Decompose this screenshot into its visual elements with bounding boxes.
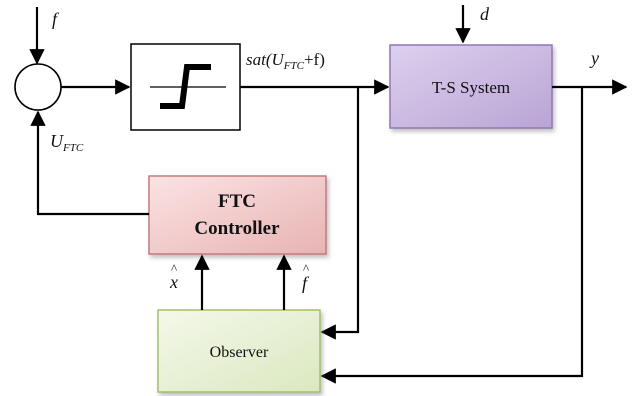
ftc-to-sum-arrow — [30, 110, 149, 216]
y-to-observer-line — [320, 87, 584, 384]
d-label: d — [480, 4, 490, 24]
y-label: y — [589, 48, 599, 68]
ftc-label-line1: FTC — [218, 191, 256, 212]
ts-system-label: T-S System — [432, 78, 510, 97]
sat-output-label: sat(UFTC+f) — [246, 50, 325, 72]
saturation-curve-icon — [160, 64, 211, 109]
xhat-hat: ^ — [171, 261, 177, 276]
ftc-label-line2: Controller — [194, 218, 280, 239]
ftc-controller-block — [148, 175, 327, 255]
observer-label: Observer — [210, 344, 269, 361]
fhat-label: f — [302, 273, 310, 293]
xhat-label: x — [169, 272, 178, 292]
f-label: f — [52, 9, 60, 29]
sat-to-observer-line — [320, 87, 360, 340]
observer-block — [157, 309, 321, 393]
u-ftc-label: UFTC — [50, 131, 84, 154]
fhat-hat: ^ — [303, 261, 309, 276]
summing-junction — [14, 63, 62, 111]
